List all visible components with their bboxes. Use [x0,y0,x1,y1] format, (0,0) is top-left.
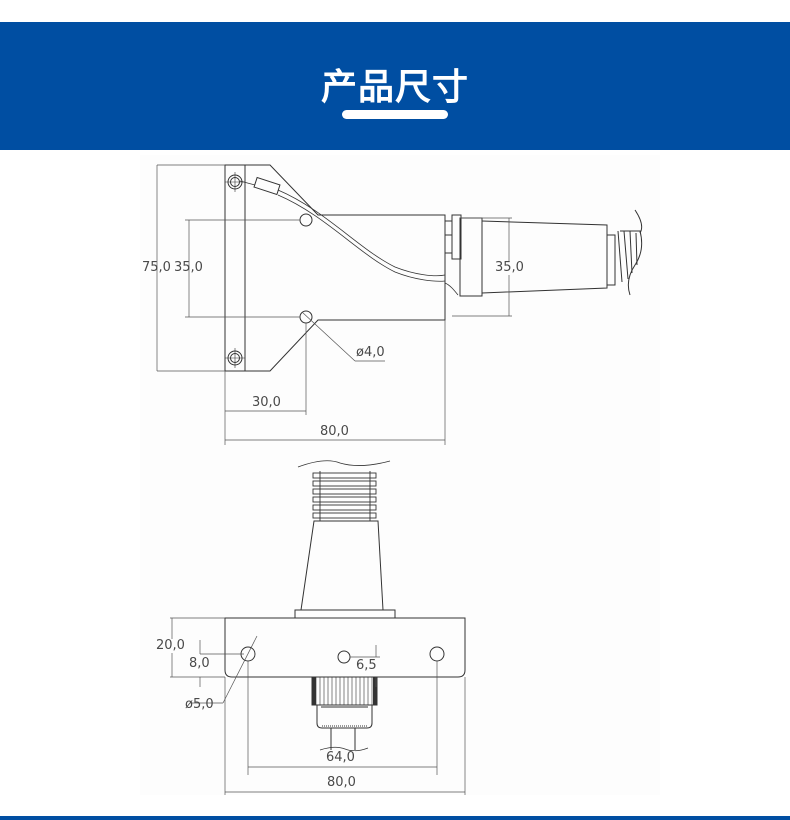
technical-drawing-area: 75,0 35,0 35,0 ø4,0 30,0 80,0 20,0 8,0 ø… [140,155,660,795]
dim-connector-diameter: 35,0 [495,260,524,275]
top-view-drawing [156,164,643,445]
dim-overall-length: 80,0 [320,424,349,439]
dim-center-hole-offset: 6,5 [356,658,377,673]
dim-front-hole-spacing: 64,0 [326,750,355,765]
dim-front-hole-diameter: ø5,0 [185,697,214,712]
dim-hole-diameter: ø4,0 [356,345,385,360]
dim-front-overall-width: 80,0 [327,775,356,790]
page-title: 产品尺寸 [320,67,469,108]
header-banner: 产品尺寸 [0,22,790,150]
dim-overall-height: 75,0 [142,260,171,275]
dimension-drawing-svg [156,164,643,795]
front-view-drawing [170,460,466,795]
dim-plate-height: 20,0 [156,638,185,653]
footer-band [0,816,790,820]
dim-hole-spacing: 35,0 [174,260,203,275]
dim-hole-offset: 30,0 [252,395,281,410]
dim-hole-height: 8,0 [189,656,210,671]
title-underline [342,110,448,119]
